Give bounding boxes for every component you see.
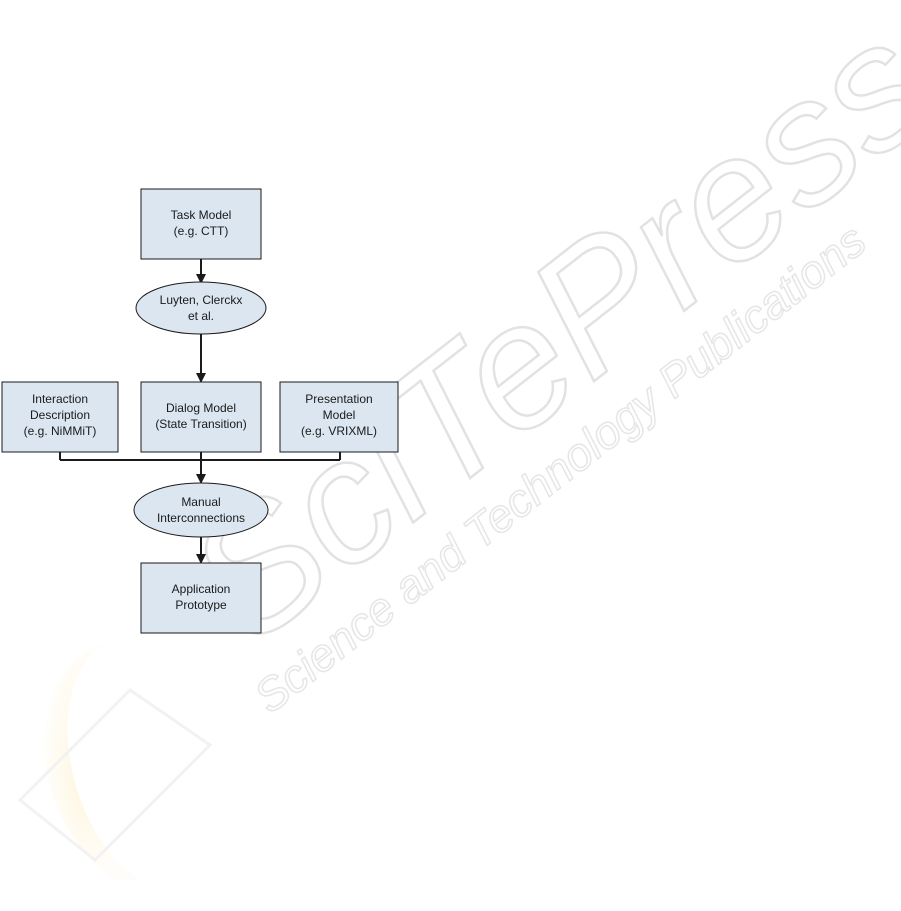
dialog-label-line2: (State Transition)	[155, 417, 246, 431]
watermark-logo	[20, 640, 210, 880]
presentation-label-line1: Presentation	[305, 392, 372, 406]
dialog-label-line1: Dialog Model	[166, 401, 236, 415]
watermark: SciTePress Science and Technology Public…	[153, 0, 901, 723]
interaction-label-line2: Description	[30, 408, 90, 422]
luyten-ellipse: Luyten, Clerckx et al.	[136, 282, 266, 334]
presentation-label-line3: (e.g. VRIXML)	[301, 424, 377, 438]
luyten-label-line1: Luyten, Clerckx	[160, 293, 243, 307]
interaction-description-box: Interaction Description (e.g. NiMMiT)	[2, 382, 118, 452]
watermark-large-text: SciTePress	[153, 0, 901, 680]
manual-interconnections-ellipse: Manual Interconnections	[134, 483, 268, 537]
application-label-line1: Application	[172, 582, 231, 596]
interaction-label-line3: (e.g. NiMMiT)	[24, 424, 97, 438]
presentation-model-box: Presentation Model (e.g. VRIXML)	[280, 382, 398, 452]
task-model-label: Task Model	[171, 208, 232, 222]
task-model-example: (e.g. CTT)	[174, 224, 229, 238]
interaction-label-line1: Interaction	[32, 392, 88, 406]
luyten-label-line2: et al.	[188, 309, 214, 323]
application-label-line2: Prototype	[175, 598, 227, 612]
dialog-model-box: Dialog Model (State Transition)	[141, 382, 261, 452]
presentation-label-line2: Model	[323, 408, 356, 422]
manual-label-line2: Interconnections	[157, 511, 245, 525]
manual-label-line1: Manual	[181, 495, 220, 509]
application-prototype-box: Application Prototype	[141, 563, 261, 633]
task-model-box: Task Model (e.g. CTT)	[141, 189, 261, 259]
